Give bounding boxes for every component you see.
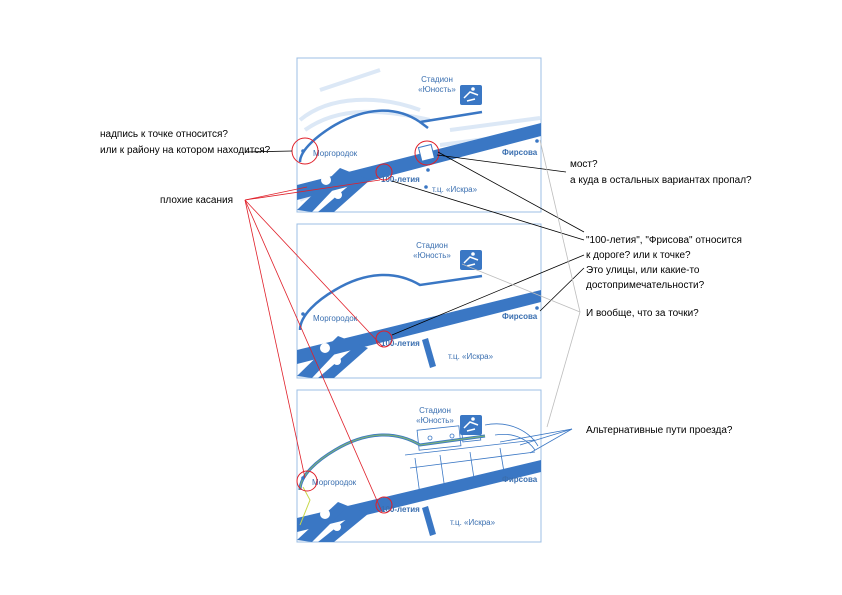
map-panel-3: Стадион «Юность» Моргородок 100-летия Фи…	[296, 389, 542, 543]
label-iskra: т.ц. «Искра»	[432, 185, 478, 194]
label-firsova: Фирсова	[502, 148, 538, 157]
note-road-or-point: достопримечательности?	[586, 280, 705, 291]
poi-dot	[301, 476, 305, 480]
label-sto-letiya: 100-летия	[381, 505, 420, 514]
poi-dot	[535, 306, 539, 310]
junction-dot	[321, 175, 331, 185]
note-bad-touches: плохие касания	[160, 195, 233, 206]
note-road-or-point: к дороге? или к точке?	[586, 250, 691, 261]
note-bridge: мост?	[570, 159, 598, 170]
poi-dot	[535, 468, 539, 472]
label-stadium: Стадион	[419, 406, 451, 415]
side-street	[422, 338, 436, 368]
ramp	[318, 344, 368, 378]
stadium-icon	[460, 85, 482, 105]
note-alt-routes: Альтернативные пути проезда?	[586, 425, 733, 436]
label-sto-letiya: 100-летия	[381, 175, 420, 184]
label-morgorodok: Моргородок	[312, 478, 357, 487]
problem-circle	[375, 163, 393, 181]
annotations: надпись к точке относится? или к району …	[100, 129, 752, 436]
poi-dot	[424, 185, 428, 189]
note-what-points: И вообще, что за точки?	[586, 307, 699, 319]
label-stadium: «Юность»	[416, 416, 454, 425]
ramp	[297, 502, 348, 542]
poi-dot	[535, 139, 539, 143]
label-firsova: Фирсова	[502, 312, 538, 321]
note-road-or-point: Это улицы, или какие-то	[586, 265, 700, 276]
label-morgorodok: Моргородок	[313, 149, 358, 158]
poi-dot	[426, 168, 430, 172]
map-panel-2: Стадион «Юность» Моргородок 100-летия Фи…	[296, 223, 542, 379]
label-stadium: Стадион	[416, 241, 448, 250]
junction-dot	[333, 523, 341, 531]
ramp	[297, 336, 348, 378]
problem-circle	[296, 470, 318, 492]
label-firsova: Фирсова	[502, 475, 538, 484]
label-stadium: «Юность»	[413, 251, 451, 260]
note-label-point: надпись к точке относится?	[100, 129, 228, 140]
bridge	[417, 143, 436, 162]
junction-dot	[333, 357, 341, 365]
stadium-icon	[460, 415, 482, 435]
label-iskra: т.ц. «Искра»	[450, 518, 496, 527]
label-stadium: Стадион	[421, 75, 453, 84]
loop-road	[298, 273, 483, 331]
poi-dot	[301, 149, 305, 153]
stadium-icon	[460, 250, 482, 270]
problem-circle	[375, 496, 393, 514]
label-iskra: т.ц. «Искра»	[448, 352, 494, 361]
callout-lines	[244, 139, 585, 513]
route-line	[299, 434, 486, 491]
poi-dot	[301, 312, 305, 316]
ramp	[297, 168, 350, 212]
loop-road	[298, 109, 483, 163]
note-bridge: а куда в остальных вариантах пропал?	[570, 175, 752, 186]
junction-dot	[320, 509, 330, 519]
side-street	[422, 506, 436, 536]
label-stadium: «Юность»	[418, 85, 456, 94]
note-label-point: или к району на котором находится?	[100, 145, 271, 156]
loop-road	[419, 121, 429, 129]
label-morgorodok: Моргородок	[313, 314, 358, 323]
ramp	[318, 510, 368, 542]
note-road-or-point: "100-летия", "Фрисова" относится	[586, 235, 742, 246]
ramp	[318, 176, 370, 212]
junction-dot	[320, 343, 330, 353]
junction-dot	[334, 191, 342, 199]
label-sto-letiya: 100-летия	[381, 339, 420, 348]
